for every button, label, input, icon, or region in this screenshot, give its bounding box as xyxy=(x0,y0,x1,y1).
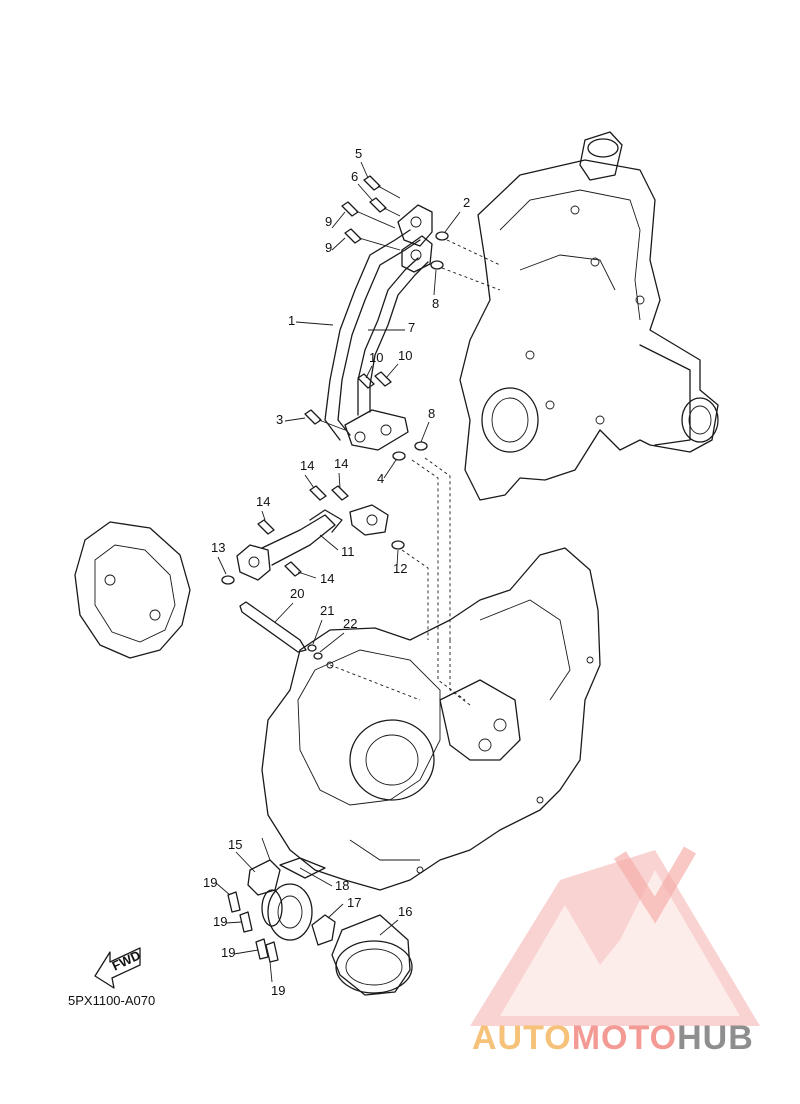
callout-c21: 21 xyxy=(320,603,334,618)
callout-c14d: 14 xyxy=(320,571,334,586)
diagram-code: 5PX1100-A070 xyxy=(68,993,156,1008)
oil-pipe-assembly xyxy=(324,204,433,451)
callout-c11: 11 xyxy=(341,544,355,559)
callout-c19d: 19 xyxy=(271,983,285,998)
watermark-logo-triangle xyxy=(470,846,760,1026)
callout-c3: 3 xyxy=(276,412,283,427)
callout-c13: 13 xyxy=(211,540,225,555)
callout-c19c: 19 xyxy=(221,945,235,960)
callout-c12: 12 xyxy=(393,561,407,576)
oil-filter-assembly xyxy=(227,837,413,996)
callout-c7: 7 xyxy=(408,320,415,335)
fwd-arrow-icon: FWD xyxy=(94,947,143,989)
callout-c19b: 19 xyxy=(213,914,227,929)
callout-c19a: 19 xyxy=(203,875,217,890)
watermark-auto: AUTO xyxy=(472,1019,572,1057)
callout-c14c: 14 xyxy=(256,494,270,509)
watermark-logo-text: AUTOMOTOHUB xyxy=(472,1019,754,1058)
callout-c22: 22 xyxy=(343,616,357,631)
crankcase-lower xyxy=(261,547,601,891)
callout-c1: 1 xyxy=(288,313,295,328)
fwd-label: FWD xyxy=(110,947,143,973)
watermark-moto: MOTO xyxy=(571,1019,678,1057)
left-cover xyxy=(74,521,191,659)
callout-c15: 15 xyxy=(228,837,242,852)
callout-c5: 5 xyxy=(355,146,362,161)
callout-c2: 2 xyxy=(463,195,470,210)
watermark-hub: HUB xyxy=(677,1019,754,1057)
callout-c20: 20 xyxy=(290,586,304,601)
callout-c8a: 8 xyxy=(432,296,439,311)
oil-delivery-pipe xyxy=(221,457,451,640)
callout-c10b: 10 xyxy=(398,348,412,363)
callout-c9a: 9 xyxy=(325,214,332,229)
callout-c14a: 14 xyxy=(300,458,314,473)
callout-c16: 16 xyxy=(398,904,412,919)
callout-c14b: 14 xyxy=(334,456,348,471)
callout-c10a: 10 xyxy=(369,350,383,365)
callout-c17: 17 xyxy=(347,895,361,910)
callout-c8b: 8 xyxy=(428,406,435,421)
leader-lines xyxy=(215,161,461,983)
callout-c9b: 9 xyxy=(325,240,332,255)
callout-c4: 4 xyxy=(377,471,384,486)
callout-c18: 18 xyxy=(335,878,349,893)
callout-c6: 6 xyxy=(351,169,358,184)
pipe-20 xyxy=(239,601,323,660)
crankcase-cover-right xyxy=(459,131,719,501)
